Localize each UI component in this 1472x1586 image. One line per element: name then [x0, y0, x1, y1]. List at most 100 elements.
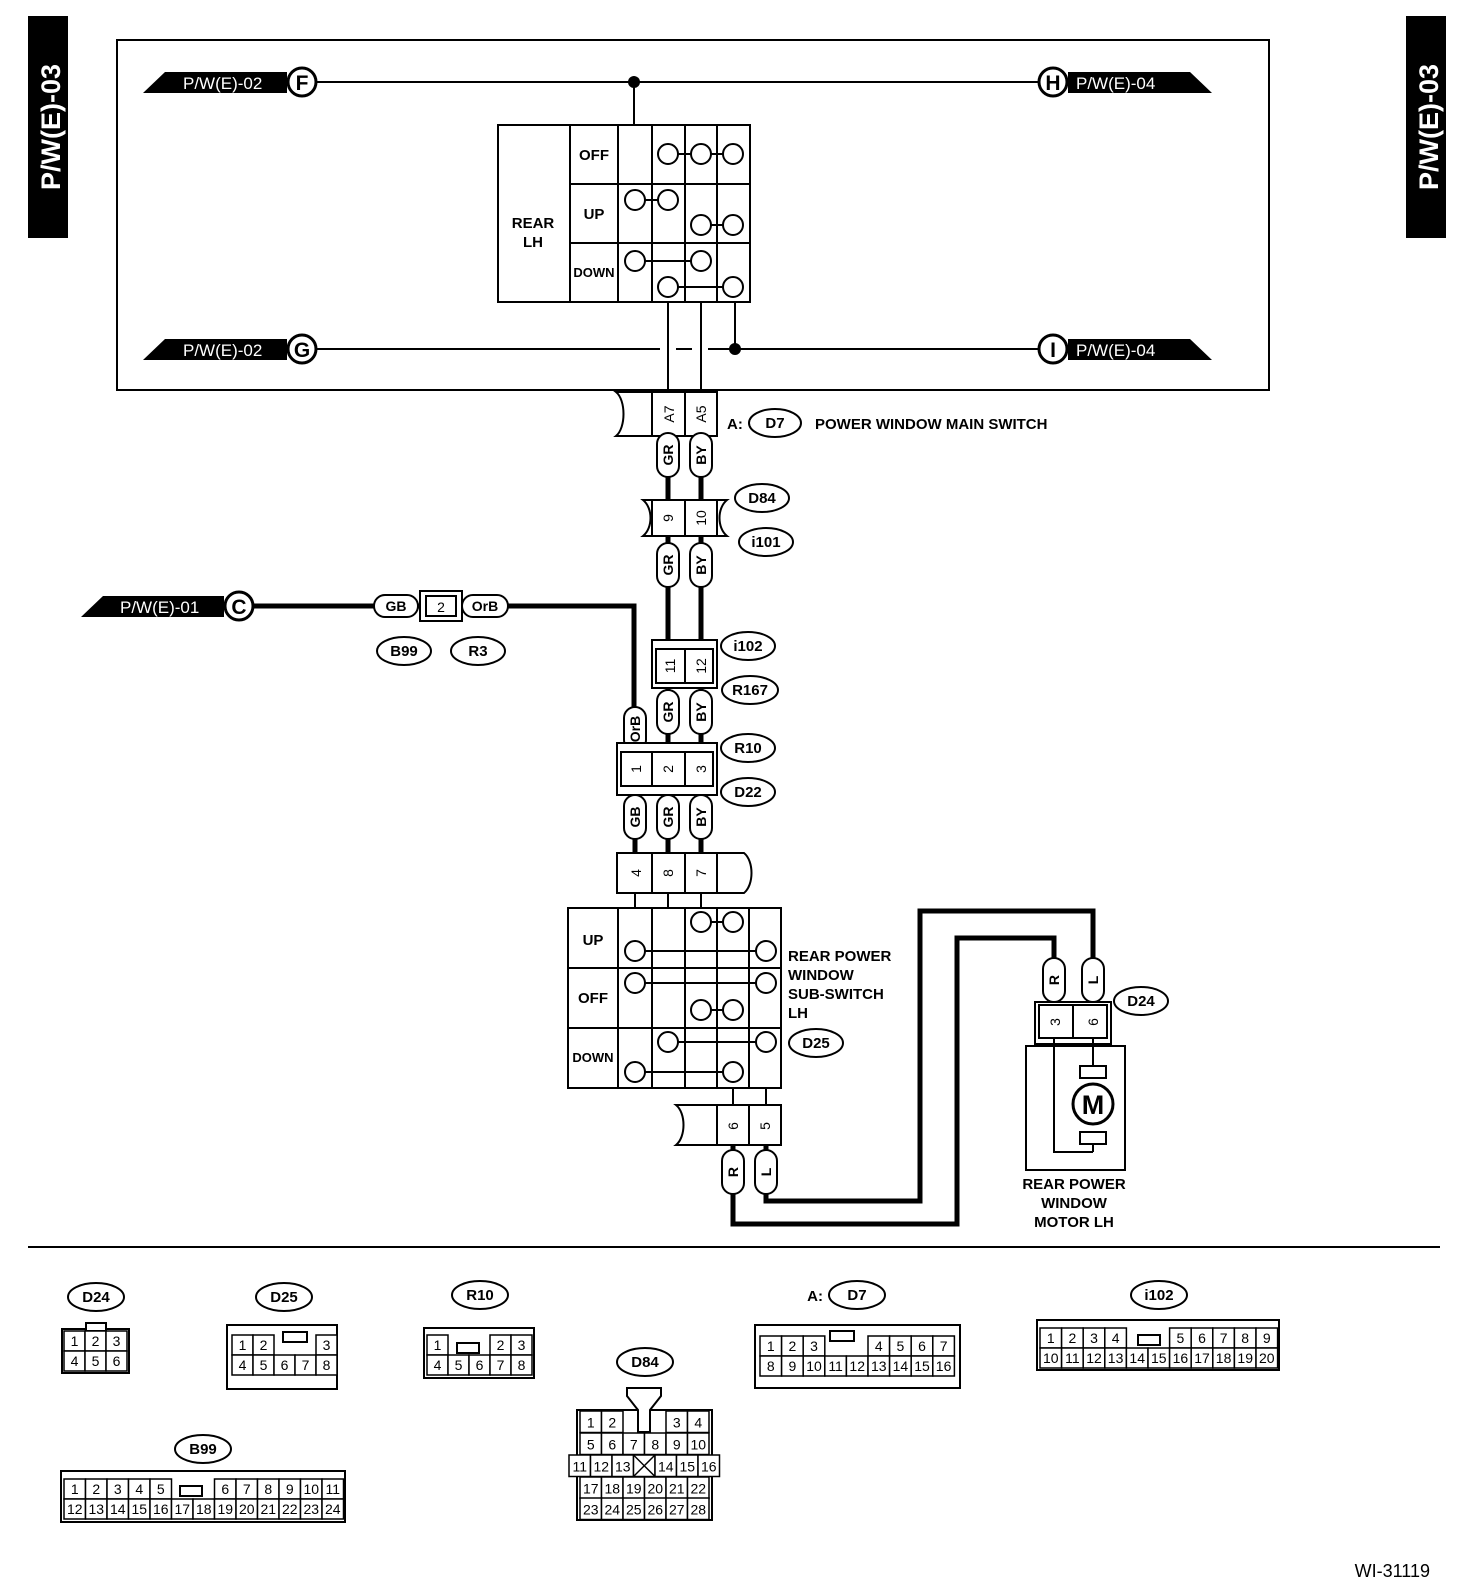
view-b99-badge: B99: [174, 1434, 232, 1464]
view-d25-badge: D25: [255, 1282, 313, 1312]
d7-badge: D7: [765, 415, 784, 432]
view-r10-pin: 3: [518, 1337, 526, 1353]
view-i102-pin: 19: [1237, 1350, 1253, 1366]
view-i102-pin: 4: [1112, 1330, 1120, 1346]
view-d84-pin: 28: [690, 1502, 706, 1518]
view-d84-pin: 4: [694, 1415, 702, 1431]
view-d84-pin: 20: [647, 1481, 663, 1497]
sub-out-pin-6: 6: [725, 1122, 741, 1130]
sub-in-pin-7: 7: [693, 869, 709, 877]
sub-switch-label-1: REAR POWER: [788, 948, 892, 965]
view-b99-pin: 3: [114, 1481, 122, 1497]
view-d7-name: D7: [847, 1287, 866, 1304]
ref-i-page: P/W(E)-04: [1076, 341, 1155, 360]
d7-prefix: A:: [727, 416, 743, 433]
view-b99-pin: 13: [88, 1501, 104, 1517]
ref-g: P/W(E)-02 G: [143, 333, 318, 365]
view-i102-pin: 3: [1090, 1330, 1098, 1346]
view-i102-pin: 17: [1194, 1350, 1210, 1366]
sub-switch-grid: [567, 907, 782, 1089]
d7-pin-a5: A5: [693, 405, 709, 422]
wire-by-1: BY: [693, 445, 709, 465]
view-d84-pin: 18: [604, 1481, 620, 1497]
view-d7-pin: 15: [914, 1358, 930, 1374]
view-i102-pin: 9: [1263, 1330, 1271, 1346]
view-b99-pin: 6: [221, 1481, 229, 1497]
view-b99-pin: 21: [260, 1501, 276, 1517]
view-r10-pin: 4: [434, 1357, 442, 1373]
view-d84-pin: 6: [608, 1437, 616, 1453]
view-d25-pin: 6: [281, 1357, 289, 1373]
view-d7-badge: A: D7: [807, 1280, 886, 1310]
sub-switch-label-3: SUB-SWITCH: [788, 986, 884, 1003]
view-b99-pin: 9: [286, 1481, 294, 1497]
main-switch-grid: [497, 124, 751, 303]
view-d7-prefix: A:: [807, 1288, 823, 1305]
view-b99-pin: 4: [135, 1481, 143, 1497]
wire-gr-1: GR: [660, 445, 676, 466]
d84-pin-9: 9: [660, 514, 676, 522]
view-d7-pin: 10: [806, 1358, 822, 1374]
badge-d25: D25: [802, 1035, 830, 1052]
view-b99-pin: 24: [325, 1501, 341, 1517]
sub-switch-label-4: LH: [788, 1005, 808, 1022]
view-d84-pin: 25: [626, 1502, 642, 1518]
wire-l-1: L: [758, 1167, 774, 1176]
view-i102-pin: 8: [1241, 1330, 1249, 1346]
view-d84-pin: 27: [669, 1502, 685, 1518]
side-tab-right: P/W(E)-03: [1406, 16, 1446, 238]
view-d84-pin: 15: [679, 1459, 695, 1475]
view-d84-pin: 7: [630, 1437, 638, 1453]
view-d24-badge: D24: [67, 1282, 125, 1312]
wire-gb-2: GB: [627, 807, 643, 828]
view-d84-badge: D84: [616, 1347, 674, 1377]
view-d7-pin: 6: [918, 1338, 926, 1354]
view-b99-pin: 15: [131, 1501, 147, 1517]
view-i102-badge: i102: [1130, 1280, 1188, 1310]
d7-pin-a7: A7: [661, 405, 677, 422]
sub-out-pin-5: 5: [757, 1122, 773, 1130]
sub-switch-row-down: DOWN: [572, 1050, 613, 1065]
joint-b99-r3: 2: [419, 590, 463, 622]
view-d84-pin: 9: [673, 1437, 681, 1453]
view-d24-pin: 1: [71, 1333, 79, 1349]
ref-i-letter: I: [1050, 339, 1056, 362]
view-d84-pin: 21: [669, 1481, 685, 1497]
ref-c: P/W(E)-01 C: [81, 590, 255, 622]
view-d84-pin: 14: [658, 1459, 674, 1475]
main-switch-name-1: REAR: [512, 215, 555, 232]
ref-f-page: P/W(E)-02: [183, 74, 262, 93]
motor-symbol: M: [1082, 1090, 1105, 1120]
view-d7-pin: 9: [789, 1358, 797, 1374]
view-d84-pin: 10: [690, 1437, 706, 1453]
connector-d84-i101: 9 10: [640, 499, 730, 537]
ref-c-letter: C: [231, 596, 246, 619]
badge-r167: R167: [732, 682, 768, 699]
view-d25-pin: 4: [239, 1357, 247, 1373]
view-d84-pin: 2: [608, 1415, 616, 1431]
view-d24-pin: 4: [71, 1353, 79, 1369]
view-d25-pin: 8: [323, 1357, 331, 1373]
main-switch-row-up: UP: [584, 206, 605, 223]
d24-pin-3: 3: [1047, 1018, 1063, 1026]
view-d84-pin: 19: [626, 1481, 642, 1497]
view-i102-pin: 5: [1177, 1330, 1185, 1346]
view-b99-pin: 14: [110, 1501, 126, 1517]
r10-pin-2: 2: [660, 765, 676, 773]
view-b99-name: B99: [189, 1441, 217, 1458]
connector-r10-d22: 1 2 3: [616, 742, 718, 796]
side-tab-left-text: P/W(E)-03: [36, 64, 66, 190]
wire-r-2: R: [1046, 975, 1062, 985]
view-b99-pin: 22: [282, 1501, 298, 1517]
view-r10-pin: 1: [434, 1337, 442, 1353]
view-d7-pin: 13: [871, 1358, 887, 1374]
badge-r10: R10: [734, 740, 762, 757]
view-d84-pin: 1: [587, 1415, 595, 1431]
d84-pin-10: 10: [693, 510, 709, 526]
wire-orb-1: OrB: [472, 598, 498, 614]
badge-r3: R3: [468, 643, 487, 660]
